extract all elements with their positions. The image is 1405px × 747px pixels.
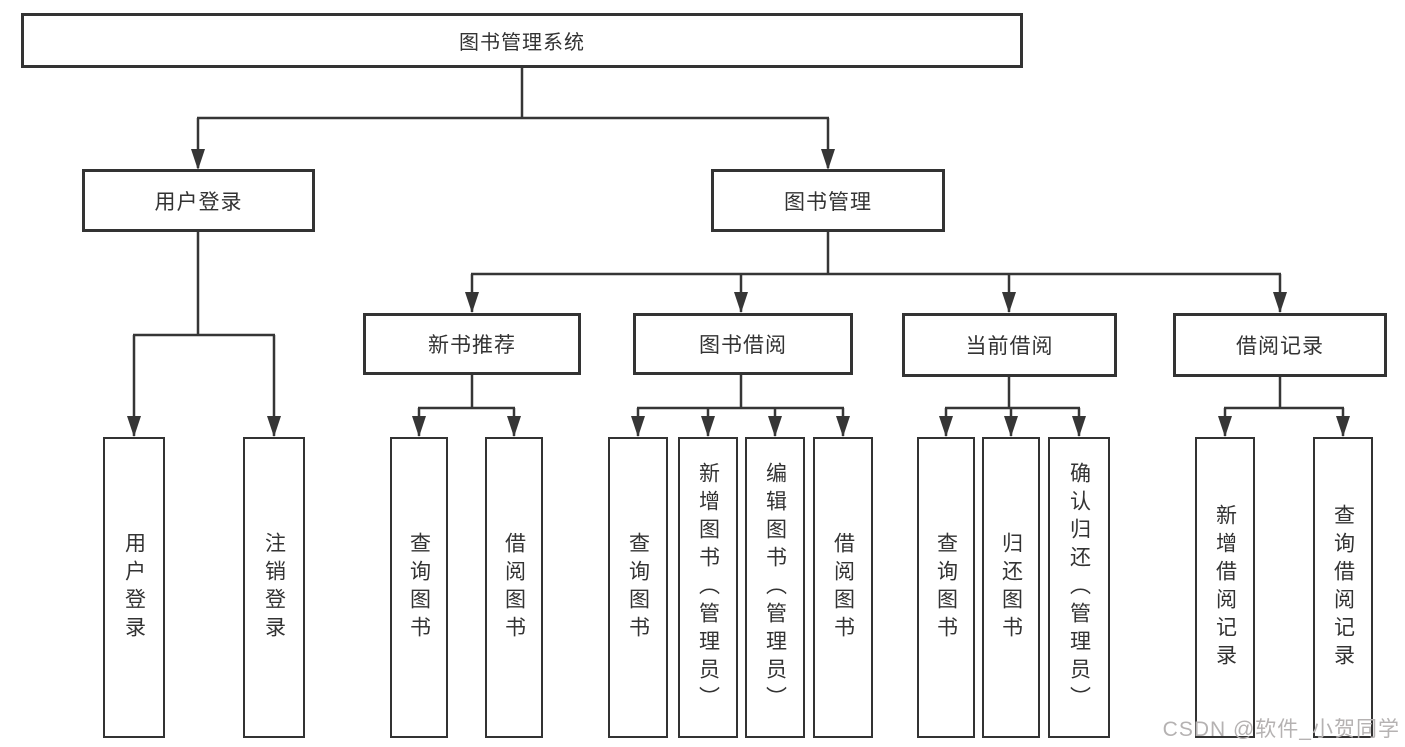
node-leaf-user-login: 用户登录 <box>103 437 165 738</box>
watermark: CSDN @软件_小贺同学 <box>1162 718 1400 741</box>
node-leaf-borrow-books: 借阅图书 <box>485 437 543 738</box>
node-label: 查询图书 <box>626 531 650 644</box>
node-library-management-system: 图书管理系统 <box>21 13 1023 68</box>
node-leaf-query-books: 查询图书 <box>390 437 448 738</box>
node-leaf-borrow-books: 借阅图书 <box>813 437 873 738</box>
node-label: 编辑图书（管理员） <box>763 461 787 714</box>
node-borrowing-records: 借阅记录 <box>1173 313 1387 377</box>
node-leaf-edit-books-admin: 编辑图书（管理员） <box>745 437 805 738</box>
node-label: 借阅图书 <box>831 531 855 644</box>
node-label: 查询借阅记录 <box>1331 503 1355 672</box>
node-new-book-recommendation: 新书推荐 <box>363 313 581 375</box>
node-leaf-query-books: 查询图书 <box>917 437 975 738</box>
node-leaf-logout: 注销登录 <box>243 437 305 738</box>
node-leaf-return-books: 归还图书 <box>982 437 1040 738</box>
node-leaf-add-borrow-record: 新增借阅记录 <box>1195 437 1255 738</box>
node-label: 归还图书 <box>999 531 1023 644</box>
node-label: 借阅图书 <box>502 531 526 644</box>
node-book-management-branch: 图书管理 <box>711 169 945 232</box>
node-user-login-branch: 用户登录 <box>82 169 315 232</box>
node-label: 查询图书 <box>934 531 958 644</box>
node-book-borrowing: 图书借阅 <box>633 313 853 375</box>
node-leaf-query-borrow-record: 查询借阅记录 <box>1313 437 1373 738</box>
node-label: 用户登录 <box>122 531 146 644</box>
node-label: 注销登录 <box>262 531 286 644</box>
node-leaf-add-books-admin: 新增图书（管理员） <box>678 437 738 738</box>
node-leaf-confirm-return-admin: 确认归还（管理员） <box>1048 437 1110 738</box>
node-label: 查询图书 <box>407 531 431 644</box>
node-current-borrowing: 当前借阅 <box>902 313 1117 377</box>
node-label: 确认归还（管理员） <box>1067 461 1091 714</box>
node-label: 新增图书（管理员） <box>696 461 720 714</box>
node-label: 新增借阅记录 <box>1213 503 1237 672</box>
node-leaf-query-books: 查询图书 <box>608 437 668 738</box>
